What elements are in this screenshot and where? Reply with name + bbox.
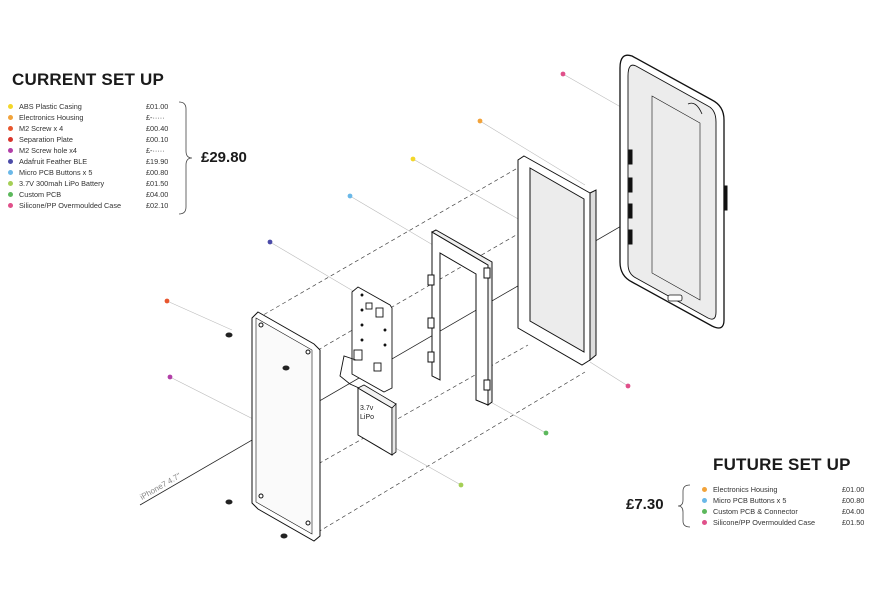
color-dot-icon (702, 520, 707, 525)
cost-item-label: M2 Screw x 4 (19, 124, 64, 133)
cost-item-price: £04.00 (146, 190, 169, 199)
assembly-axis (139, 184, 693, 506)
color-dot-icon (8, 148, 13, 153)
cost-item-label: Custom PCB (19, 190, 62, 199)
current-setup-title: CURRENT SET UP (12, 70, 165, 89)
electronics-housing-frame (427, 229, 493, 406)
cost-item-label: ABS Plastic Casing (19, 102, 82, 111)
color-dot-icon (702, 487, 707, 492)
color-dot-icon (8, 137, 13, 142)
cost-item-label: Electronics Housing (713, 485, 778, 494)
callout-dot-abs-casing (477, 118, 483, 124)
cost-item-price: £00.10 (146, 135, 169, 144)
lipo-battery: 3.7v LiPo (357, 384, 397, 456)
callout-dot-electronics-housing (410, 156, 416, 162)
cost-item-price: £01.50 (146, 179, 169, 188)
future-setup-total: £7.30 (626, 496, 664, 513)
cost-item-label: Silicone/PP Overmoulded Case (19, 201, 122, 210)
battery-label-type: LiPo (360, 414, 374, 421)
callout-dot-separation-plate (167, 374, 173, 380)
feather-board (351, 286, 393, 393)
callout-leaders (166, 73, 641, 486)
m2-screws (225, 332, 290, 539)
color-dot-icon (702, 498, 707, 503)
future-brace-icon (677, 484, 691, 528)
device-axis-label: iPhone7 4.7" (139, 471, 183, 502)
future-setup-title: FUTURE SET UP (713, 455, 851, 474)
color-dot-icon (8, 192, 13, 197)
current-cost-item: Separation Plate £00.10 (8, 134, 188, 145)
cost-item-label: Adafruit Feather BLE (19, 157, 88, 166)
current-cost-item: 3.7V 300mah LiPo Battery £01.50 (8, 178, 188, 189)
cost-item-price: £-····· (146, 146, 165, 155)
cost-item-label: Micro PCB Buttons x 5 (19, 168, 93, 177)
callout-dot-overmoulded-case (560, 71, 566, 77)
current-cost-item: ABS Plastic Casing £01.00 (8, 101, 188, 112)
cost-item-label: Electronics Housing (19, 113, 84, 122)
battery-label-voltage: 3.7v (360, 405, 374, 412)
cost-item-label: M2 Screw hole x4 (19, 146, 77, 155)
cost-item-label: 3.7V 300mah LiPo Battery (19, 179, 105, 188)
cost-item-price: £00.80 (146, 168, 169, 177)
callout-dot-custom-pcb (543, 430, 549, 436)
cost-item-price: £02.10 (146, 201, 169, 210)
current-cost-item: Custom PCB £04.00 (8, 189, 188, 200)
current-cost-item: Electronics Housing £-····· (8, 112, 188, 123)
current-cost-item: Adafruit Feather BLE £19.90 (8, 156, 188, 167)
abs-plastic-casing (517, 155, 597, 366)
callout-dot-lipo-battery (458, 482, 464, 488)
future-cost-item: Electronics Housing £01.00 (702, 484, 878, 495)
callout-dot-m2-screw (164, 298, 170, 304)
color-dot-icon (8, 203, 13, 208)
current-cost-item: Micro PCB Buttons x 5 £00.80 (8, 167, 188, 178)
color-dot-icon (8, 115, 13, 120)
color-dot-icon (8, 159, 13, 164)
cost-item-label: Separation Plate (19, 135, 73, 144)
cost-item-label: Silicone/PP Overmoulded Case (713, 518, 816, 527)
callout-dot-screw-hole (625, 383, 631, 389)
cost-item-price: £-····· (146, 113, 165, 122)
color-dot-icon (8, 126, 13, 131)
cost-item-price: £19.90 (146, 157, 169, 166)
current-cost-item: M2 Screw hole x4 £-····· (8, 145, 188, 156)
cost-item-price: £04.00 (842, 507, 865, 516)
callout-dot-feather-ble (267, 239, 273, 245)
color-dot-icon (8, 104, 13, 109)
cost-item-price: £01.00 (842, 485, 865, 494)
current-cost-item: Silicone/PP Overmoulded Case £02.10 (8, 200, 188, 211)
future-cost-item: Silicone/PP Overmoulded Case £01.50 (702, 517, 878, 528)
color-dot-icon (8, 181, 13, 186)
battery-wires (339, 355, 369, 393)
current-brace-icon (178, 101, 193, 215)
current-setup-total: £29.80 (201, 149, 247, 166)
cost-item-price: £00.80 (842, 496, 865, 505)
cost-item-price: £01.00 (146, 102, 169, 111)
callout-dot-pcb-buttons (347, 193, 353, 199)
cost-item-label: Custom PCB & Connector (713, 507, 798, 516)
current-cost-item: M2 Screw x 4 £00.40 (8, 123, 188, 134)
cost-item-price: £01.50 (842, 518, 865, 527)
color-dot-icon (702, 509, 707, 514)
cost-item-label: Micro PCB Buttons x 5 (713, 496, 787, 505)
overmoulded-case (619, 54, 728, 329)
cost-item-price: £00.40 (146, 124, 169, 133)
color-dot-icon (8, 170, 13, 175)
future-cost-item: Custom PCB & Connector £04.00 (702, 506, 878, 517)
future-cost-item: Micro PCB Buttons x 5 £00.80 (702, 495, 878, 506)
separation-plate (251, 311, 321, 542)
